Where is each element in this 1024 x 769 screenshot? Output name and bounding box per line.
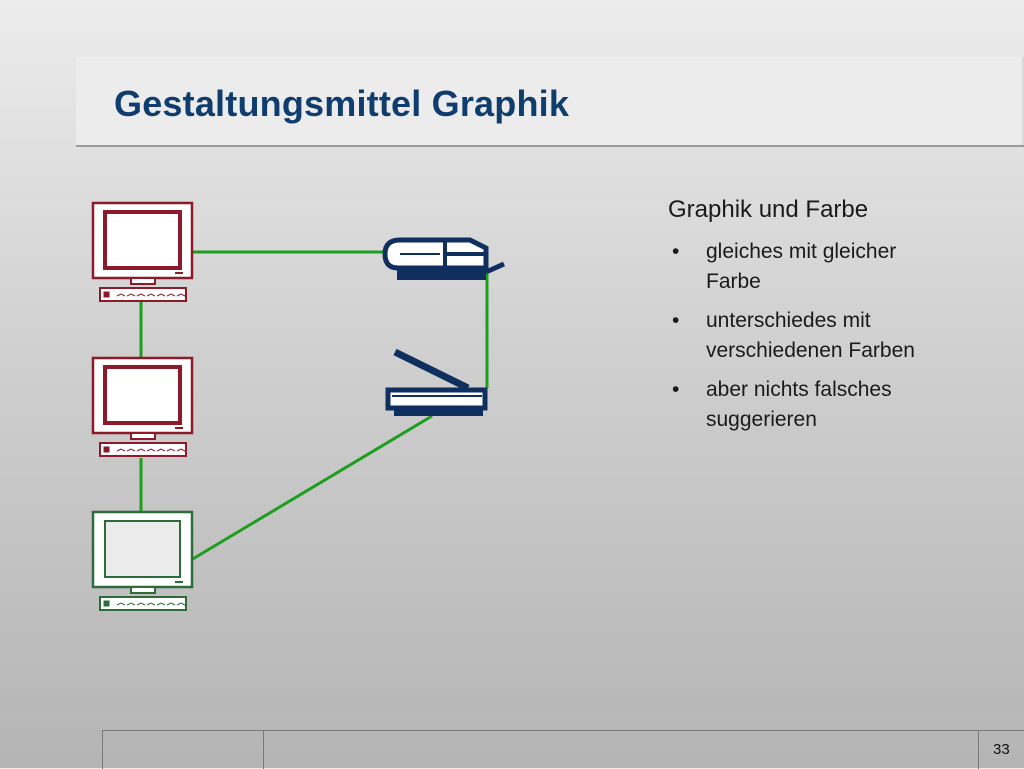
bullet-text: unterschiedes mit verschiedenen Farben	[706, 309, 915, 362]
bullet-text: gleiches mit gleicher Farbe	[706, 240, 897, 293]
link-scanner-computer3	[190, 414, 433, 562]
bullet-text: aber nichts falsches suggerieren	[706, 378, 892, 431]
bullet-panel: Graphik und Farbe • gleiches mit gleiche…	[668, 196, 968, 444]
page-number: 33	[993, 741, 1010, 758]
list-item: • aber nichts falsches suggerieren	[668, 375, 946, 435]
footer-divider	[978, 731, 979, 769]
printer-icon	[382, 237, 506, 280]
connection-lines	[139, 250, 489, 562]
bullet-list: • gleiches mit gleicher Farbe • untersch…	[668, 237, 968, 435]
computer-icon	[91, 201, 194, 302]
scanner-icon	[385, 348, 488, 416]
footer-divider	[263, 731, 264, 769]
bullet-marker: •	[672, 378, 680, 401]
title-bar: Gestaltungsmittel Graphik	[76, 57, 1024, 147]
slide-title: Gestaltungsmittel Graphik	[114, 83, 570, 124]
computer-icon	[91, 356, 194, 457]
section-heading: Graphik und Farbe	[668, 196, 869, 223]
list-item: • unterschiedes mit verschiedenen Farben	[668, 306, 946, 366]
bullet-marker: •	[672, 309, 680, 332]
bullet-marker: •	[672, 240, 680, 263]
computer-icon	[91, 510, 194, 611]
list-item: • gleiches mit gleicher Farbe	[668, 237, 946, 297]
footer-bar: 33	[102, 730, 1024, 769]
